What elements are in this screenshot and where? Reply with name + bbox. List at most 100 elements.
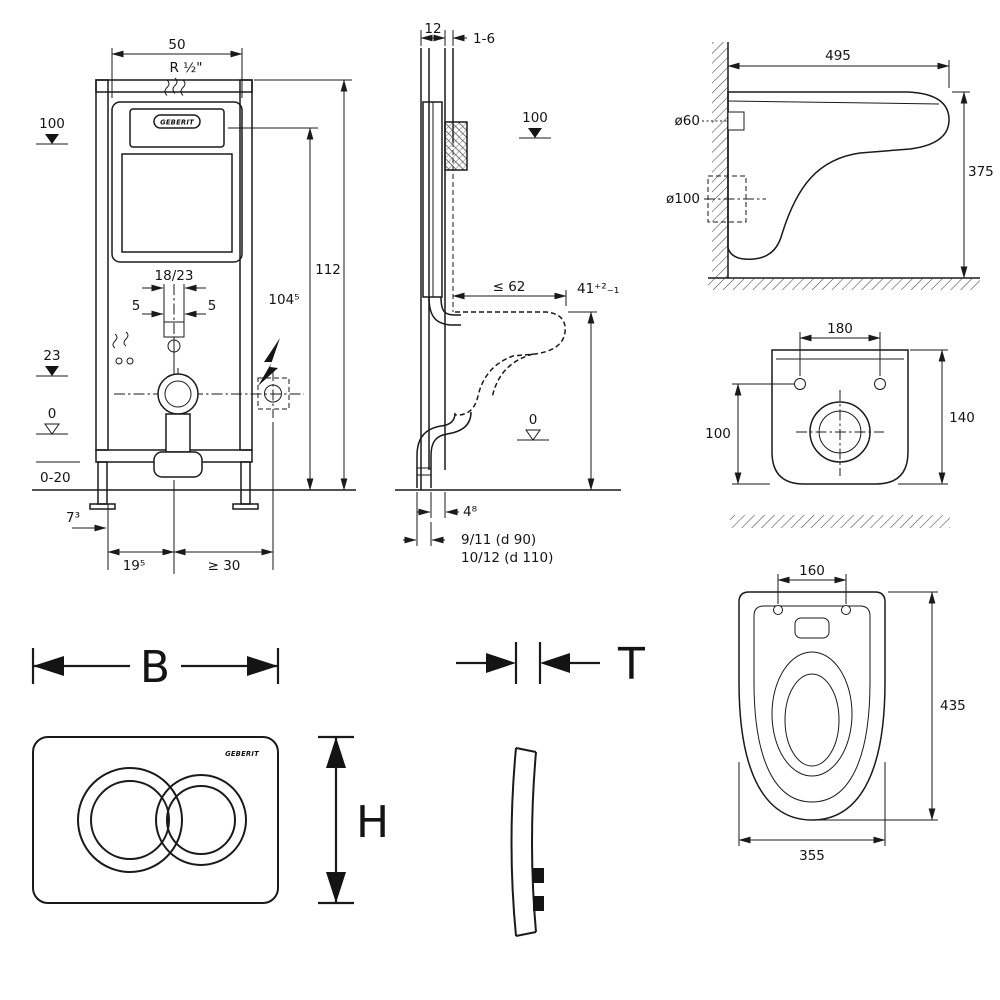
electrical-bolt-icon	[258, 338, 280, 386]
geberit-logo: GEBERIT	[160, 119, 195, 127]
plate-profile	[510, 747, 544, 937]
ground-hatch	[730, 515, 950, 528]
dim-375-label: 375	[968, 164, 994, 180]
flush-plate-side-figure: T	[456, 639, 645, 937]
dim-5-left-label: 5	[132, 298, 141, 314]
drain-pipe	[416, 411, 472, 488]
level-triangle-open-icon	[525, 429, 541, 441]
dim-41-label: 41⁺²₋₁	[577, 281, 619, 297]
arrow-right-icon	[247, 656, 278, 676]
flush-bend	[428, 296, 461, 326]
dim-180-label: 180	[827, 321, 853, 337]
dim-d100-label: ø100	[666, 191, 700, 207]
floor	[708, 277, 980, 290]
dim-0-20-label: 0-20	[40, 470, 71, 486]
dim-pipe-110-label: 10/12 (d 110)	[461, 550, 553, 566]
mounting-clip	[533, 896, 544, 911]
dim-100: 100	[705, 383, 794, 485]
dim-12-label: 12	[424, 22, 441, 37]
dim-5-right-label: 5	[208, 298, 217, 314]
dim-7-3-label: 7³	[66, 510, 80, 526]
dim-180: 180	[799, 321, 881, 376]
dim-140: 140	[898, 349, 975, 485]
mounting-clip	[533, 868, 544, 883]
dim-height-112: 112	[254, 79, 352, 491]
level-marker-100: 100	[519, 110, 551, 139]
level-triangle-open-icon	[44, 423, 60, 435]
arrow-up-icon	[326, 737, 346, 768]
water-supply-icon	[164, 77, 186, 96]
dim-supply-thread-label: R ½"	[170, 60, 203, 76]
fill-valve-fittings	[112, 321, 185, 374]
level-23-label: 23	[43, 348, 60, 364]
dim-H-label: H	[356, 797, 389, 848]
dim-ge-30-label: ≥ 30	[208, 558, 241, 574]
dim-355-label: 355	[799, 848, 825, 864]
level-triangle-icon	[528, 128, 542, 138]
arrow-right-icon	[486, 653, 516, 673]
level-marker-23: 23	[36, 348, 68, 377]
wc-pan-side	[704, 91, 950, 261]
wc-pan-outline	[455, 311, 566, 416]
dim-100-label: 100	[705, 426, 731, 442]
level-triangle-icon	[45, 134, 59, 144]
dim-d60-label: ø60	[675, 113, 700, 129]
dim-pipe-90-label: 9/11 (d 90)	[461, 532, 536, 548]
frame-side-view-figure: 12 1-6 100 ≤ 62 41⁺²₋₁ 0	[395, 22, 621, 566]
dim-495-label: 495	[825, 48, 851, 64]
geberit-logo: GEBERIT	[225, 750, 260, 758]
dim-50-label: 50	[168, 37, 185, 53]
dim-T-label: T	[617, 639, 645, 690]
dim-height-104: 104⁵	[228, 127, 318, 491]
dim-140-label: 140	[949, 410, 975, 426]
level-marker-0: 0	[517, 412, 549, 441]
dim-18-23-label: 18/23	[155, 268, 194, 284]
dim-435-label: 435	[940, 698, 966, 714]
flush-plate-front-figure: B GEBERIT H	[31, 642, 389, 905]
level-triangle-icon	[45, 366, 59, 376]
dim-375: 375	[952, 91, 994, 279]
dim-B-label: B	[140, 642, 170, 693]
dim-495: 495	[727, 48, 950, 88]
wc-pan-top	[738, 591, 886, 821]
dim-pan-depth: ≤ 62	[452, 279, 567, 306]
dim-112-label: 112	[315, 262, 341, 278]
pan-top-view-figure: 160 435 355	[738, 563, 966, 864]
dim-H: H	[318, 735, 389, 905]
level-100-label: 100	[39, 116, 65, 132]
level-marker-100: 100	[36, 116, 68, 145]
arrow-down-icon	[326, 872, 346, 903]
floor-range: 0-20	[36, 461, 80, 486]
arrow-left-icon	[540, 653, 570, 673]
level-marker-0: 0	[36, 406, 68, 435]
wc-pan-rear	[771, 349, 909, 485]
dim-rim-height: 41⁺²₋₁	[568, 281, 619, 491]
dim-bottom: 7³ 19⁵ ≥ 30	[66, 422, 274, 574]
dim-T: T	[456, 639, 645, 690]
dim-pipe-size: 9/11 (d 90) 10/12 (d 110)	[403, 492, 553, 566]
dim-4-8-label: 4⁸	[463, 504, 477, 520]
pan-side-view-figure: 495 ø60 ø100 375	[666, 42, 994, 290]
dim-160: 160	[777, 563, 847, 604]
cistern	[111, 101, 243, 263]
pan-rear-view-figure: 180 100 140	[705, 321, 975, 528]
level-0-label: 0	[529, 412, 538, 428]
arrow-left-icon	[33, 656, 64, 676]
level-0-label: 0	[48, 406, 57, 422]
dim-104-label: 104⁵	[268, 292, 299, 308]
cistern-profile	[422, 101, 468, 298]
dim-frame-width: 50	[111, 37, 243, 98]
dim-435: 435	[814, 591, 966, 821]
frame-profile	[420, 48, 454, 490]
drain-outlet	[114, 368, 304, 478]
dim-160-label: 160	[799, 563, 825, 579]
dim-355: 355	[738, 762, 886, 864]
dim-le-62-label: ≤ 62	[493, 279, 526, 295]
dim-depth: 12 1-6	[420, 22, 495, 47]
dim-1-6-label: 1-6	[473, 31, 495, 47]
level-100-label: 100	[522, 110, 548, 126]
dim-19-5-label: 19⁵	[123, 558, 146, 574]
dim-B: B	[31, 642, 280, 693]
dim-d60: ø60	[675, 113, 727, 129]
dim-flush-pipe: 18/23 5 5	[132, 268, 217, 372]
